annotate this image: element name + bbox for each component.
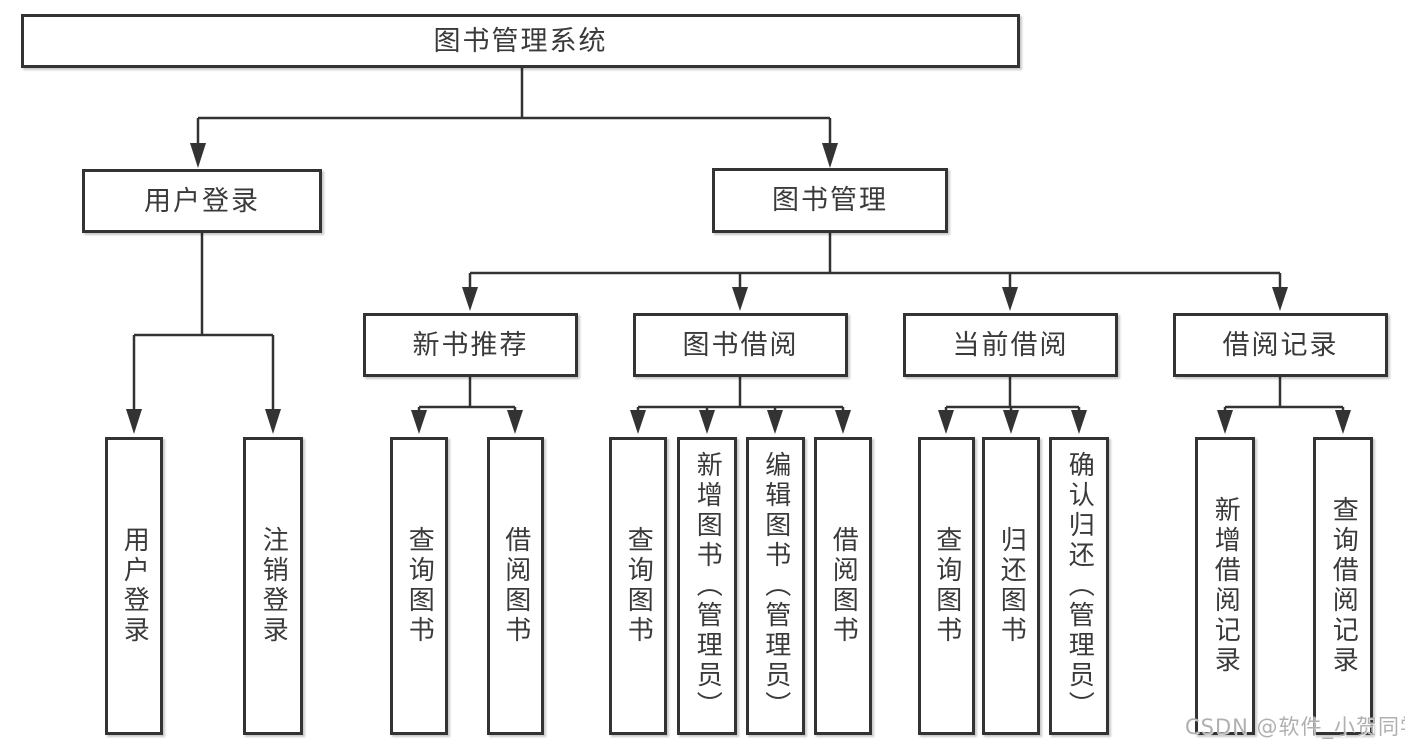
leaf-records-add-record: 新增借阅记录 — [1195, 437, 1255, 735]
leaf-current-query-books: 查询图书 — [918, 437, 975, 735]
node-book-management: 图书管理 — [712, 168, 948, 233]
leaf-logout-label: 注销登录 — [258, 526, 289, 646]
leaf-records-add-record-label: 新增借阅记录 — [1210, 496, 1241, 676]
node-borrow-records: 借阅记录 — [1173, 313, 1388, 377]
leaf-borrow-query-books: 查询图书 — [609, 437, 667, 735]
leaf-records-query-record: 查询借阅记录 — [1313, 437, 1373, 735]
node-borrow-records-label: 借阅记录 — [1222, 329, 1339, 361]
leaf-borrow-borrow-books: 借阅图书 — [814, 437, 872, 735]
leaf-current-confirm-return-admin-label: 确认归还（管理员） — [1064, 451, 1095, 721]
leaf-borrow-add-books-admin: 新增图书（管理员） — [677, 437, 737, 735]
leaf-borrow-edit-books-admin: 编辑图书（管理员） — [746, 437, 805, 735]
leaf-recommend-borrow-books: 借阅图书 — [487, 437, 544, 735]
leaf-user-login: 用户登录 — [105, 437, 163, 735]
leaf-borrow-borrow-books-label: 借阅图书 — [828, 526, 859, 646]
node-current-borrow-label: 当前借阅 — [952, 329, 1069, 361]
leaf-current-confirm-return-admin: 确认归还（管理员） — [1049, 437, 1109, 735]
node-book-borrow: 图书借阅 — [633, 313, 848, 377]
node-new-book-recommend-label: 新书推荐 — [412, 329, 529, 361]
leaf-current-return-books: 归还图书 — [982, 437, 1040, 735]
leaf-borrow-add-books-admin-label: 新增图书（管理员） — [692, 451, 723, 721]
leaf-current-return-books-label: 归还图书 — [996, 526, 1027, 646]
leaf-records-query-record-label: 查询借阅记录 — [1328, 496, 1359, 676]
node-user-login-label: 用户登录 — [144, 185, 260, 217]
leaf-borrow-query-books-label: 查询图书 — [623, 526, 654, 646]
leaf-logout: 注销登录 — [243, 437, 303, 735]
node-library-system-label: 图书管理系统 — [433, 25, 608, 57]
leaf-recommend-query-books: 查询图书 — [390, 437, 448, 735]
node-new-book-recommend: 新书推荐 — [363, 313, 578, 377]
leaf-recommend-query-books-label: 查询图书 — [404, 526, 435, 646]
leaf-recommend-borrow-books-label: 借阅图书 — [500, 526, 531, 646]
leaf-user-login-label: 用户登录 — [119, 526, 150, 646]
node-book-borrow-label: 图书借阅 — [682, 329, 799, 361]
node-book-management-label: 图书管理 — [772, 185, 888, 216]
node-current-borrow: 当前借阅 — [903, 313, 1118, 377]
node-user-login: 用户登录 — [82, 169, 322, 233]
node-library-system: 图书管理系统 — [21, 14, 1020, 68]
leaf-borrow-edit-books-admin-label: 编辑图书（管理员） — [760, 451, 791, 721]
leaf-current-query-books-label: 查询图书 — [931, 526, 962, 646]
csdn-watermark: CSDN @软件_小贺同学 — [1185, 715, 1405, 739]
